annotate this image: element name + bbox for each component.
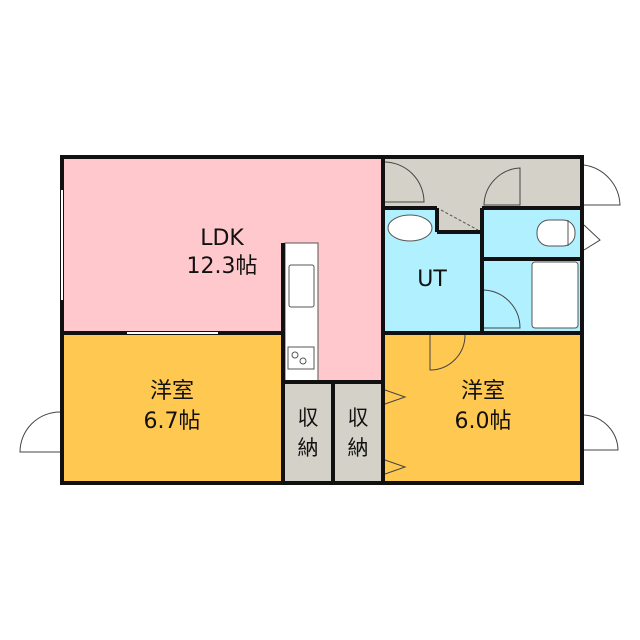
western-room-right: [383, 333, 582, 483]
storage-1-label-2: 納: [298, 436, 319, 460]
door-swing-toilet-window: [583, 224, 601, 251]
toilet-icon: [536, 219, 576, 247]
closet-door-1: [384, 389, 407, 405]
western-right-size: 6.0帖: [455, 409, 512, 434]
door-swing-left: [19, 411, 61, 453]
door-swing-outside-right: [583, 414, 619, 451]
stove-icon: [287, 346, 315, 370]
storage-2-label-1: 収: [348, 406, 369, 430]
storage-2: [333, 382, 383, 483]
door-swing-room: [429, 334, 466, 371]
sink-icon: [288, 264, 315, 308]
entrance: [383, 157, 582, 208]
washbasin-icon: [387, 214, 433, 242]
bathtub: [531, 261, 579, 329]
outer-wall: [60, 155, 584, 485]
ut-label: UT: [417, 267, 447, 292]
door-swing-bath: [483, 289, 521, 329]
storage-1-label-1: 収: [298, 406, 319, 430]
door-swing-entry-2: [483, 167, 521, 206]
door-swing-entry: [383, 161, 425, 203]
western-left-size: 6.7帖: [144, 409, 201, 434]
storage-2-label-2: 納: [348, 436, 369, 460]
ldk-size: 12.3帖: [187, 254, 258, 279]
door-swing-outside-top: [583, 164, 621, 206]
ldk-label: LDK: [200, 226, 244, 251]
storage-1: [283, 382, 333, 483]
closet-door-2: [384, 459, 407, 475]
western-left-label: 洋室: [150, 379, 194, 404]
western-right-label: 洋室: [461, 379, 505, 404]
western-room-left: [62, 333, 283, 483]
